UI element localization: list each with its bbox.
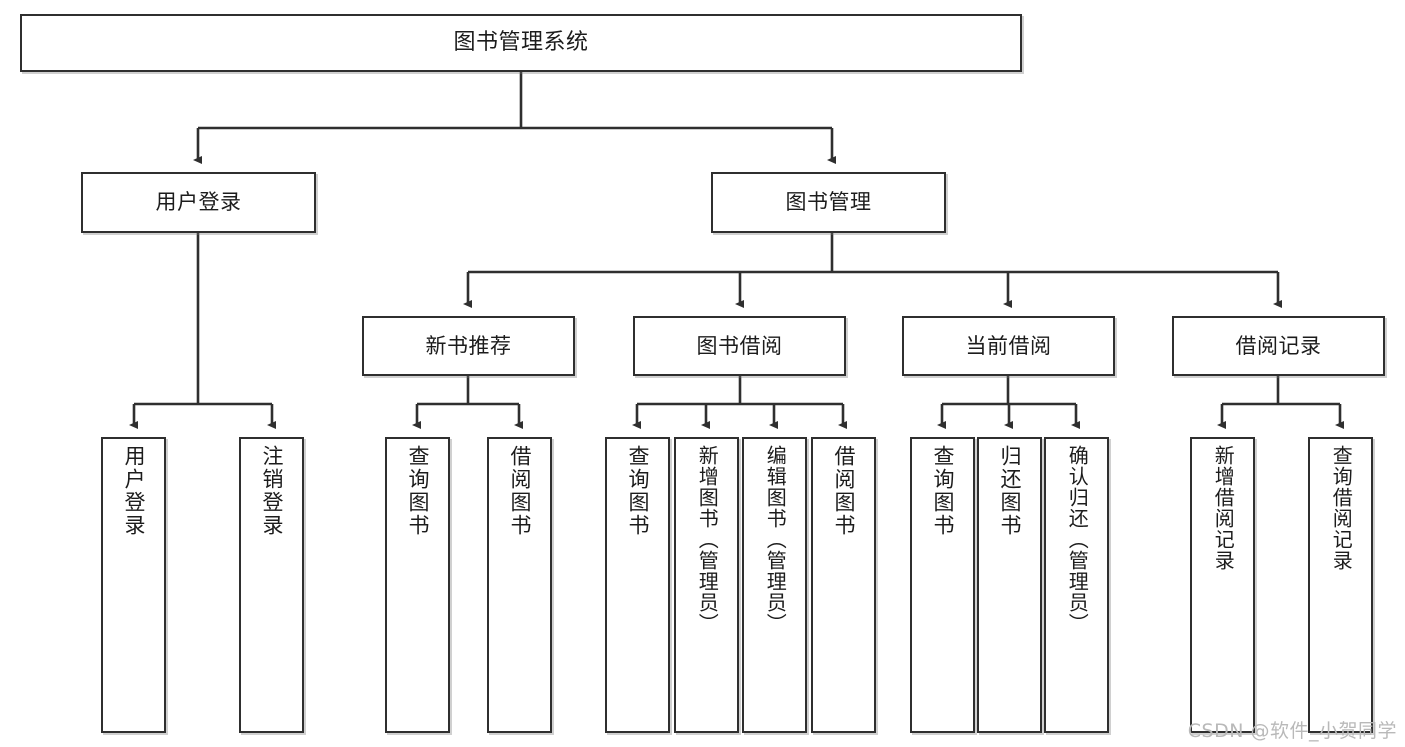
node-label: 图书管理系统 — [453, 30, 589, 56]
leaf-add-book-admin[interactable]: 新增图书（管理员） — [674, 437, 739, 733]
node-label: 查询图书 — [625, 445, 650, 537]
node-label: 新增图书（管理员） — [695, 445, 720, 634]
node-label: 查询图书 — [930, 445, 955, 537]
node-label: 用户登录 — [121, 445, 146, 537]
node-label: 归还图书 — [997, 445, 1022, 537]
leaf-query-book-borrow[interactable]: 查询图书 — [605, 437, 670, 733]
leaf-logout[interactable]: 注销登录 — [239, 437, 304, 733]
leaf-query-book-current[interactable]: 查询图书 — [910, 437, 975, 733]
node-book-borrow[interactable]: 图书借阅 — [633, 316, 846, 376]
leaf-edit-book-admin[interactable]: 编辑图书（管理员） — [742, 437, 807, 733]
node-label: 查询借阅记录 — [1329, 445, 1354, 571]
leaf-query-book-new[interactable]: 查询图书 — [385, 437, 450, 733]
leaf-add-borrow-record[interactable]: 新增借阅记录 — [1190, 437, 1255, 733]
node-user-login[interactable]: 用户登录 — [81, 172, 316, 233]
leaf-borrow-book-new[interactable]: 借阅图书 — [487, 437, 552, 733]
node-label: 新增借阅记录 — [1211, 445, 1236, 571]
node-label: 用户登录 — [155, 190, 242, 215]
node-label: 借阅图书 — [507, 445, 532, 537]
node-borrow-record[interactable]: 借阅记录 — [1172, 316, 1385, 376]
node-label: 编辑图书（管理员） — [763, 445, 788, 634]
node-current-borrow[interactable]: 当前借阅 — [902, 316, 1115, 376]
node-label: 图书管理 — [785, 190, 872, 215]
watermark: CSDN @软件_小贺同学 — [1187, 720, 1397, 742]
leaf-borrow-book-borrow[interactable]: 借阅图书 — [811, 437, 876, 733]
node-book-management[interactable]: 图书管理 — [711, 172, 946, 233]
node-label: 图书借阅 — [696, 333, 783, 358]
leaf-user-login[interactable]: 用户登录 — [101, 437, 166, 733]
node-label: 确认归还（管理员） — [1065, 445, 1090, 634]
leaf-return-book[interactable]: 归还图书 — [977, 437, 1042, 733]
node-label: 当前借阅 — [965, 333, 1052, 358]
node-label: 新书推荐 — [425, 333, 512, 358]
node-label: 查询图书 — [405, 445, 430, 537]
node-root-system[interactable]: 图书管理系统 — [20, 14, 1022, 72]
leaf-confirm-return-admin[interactable]: 确认归还（管理员） — [1044, 437, 1109, 733]
node-label: 借阅图书 — [831, 445, 856, 537]
leaf-query-borrow-record[interactable]: 查询借阅记录 — [1308, 437, 1373, 733]
node-label: 借阅记录 — [1235, 333, 1322, 358]
node-label: 注销登录 — [259, 445, 284, 537]
node-new-book-recommendation[interactable]: 新书推荐 — [362, 316, 575, 376]
